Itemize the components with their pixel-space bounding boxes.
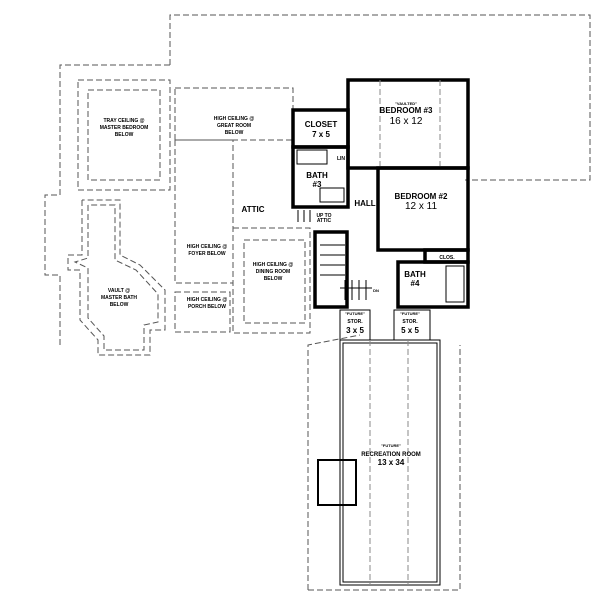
svg-text:PORCH BELOW: PORCH BELOW xyxy=(188,304,226,310)
svg-text:BATH: BATH xyxy=(404,270,426,279)
bathtub xyxy=(296,149,328,165)
label-closet: CLOSET 7 x 5 xyxy=(305,120,338,139)
label-bedroom2: BEDROOM #2 12 x 11 xyxy=(395,192,448,212)
stairs xyxy=(297,210,372,300)
vanity xyxy=(319,187,345,203)
svg-text:TRAY CEILING @: TRAY CEILING @ xyxy=(104,118,145,124)
svg-text:3 x 5: 3 x 5 xyxy=(346,326,364,335)
svg-text:16 x 12: 16 x 12 xyxy=(390,116,423,127)
label-dn: DN xyxy=(373,288,379,293)
svg-text:5 x 5: 5 x 5 xyxy=(401,326,419,335)
master-bath-area xyxy=(67,199,166,356)
porch-area xyxy=(174,291,231,333)
svg-text:BELOW: BELOW xyxy=(225,130,244,136)
svg-text:HIGH CEILING @: HIGH CEILING @ xyxy=(187,297,228,303)
svg-text:DINING ROOM: DINING ROOM xyxy=(256,269,290,275)
svg-text:12 x 11: 12 x 11 xyxy=(405,201,437,212)
label-lin: LIN xyxy=(337,156,345,162)
label-great-room: HIGH CEILING @ GREAT ROOM BELOW xyxy=(214,116,255,136)
svg-text:STOR.: STOR. xyxy=(347,319,363,325)
svg-text:RECREATION ROOM: RECREATION ROOM xyxy=(361,452,421,458)
svg-text:13 x 34: 13 x 34 xyxy=(378,458,405,467)
label-clos: CLOS. xyxy=(439,255,455,261)
svg-text:BELOW: BELOW xyxy=(264,276,283,282)
dining-area xyxy=(232,227,311,334)
svg-text:7 x 5: 7 x 5 xyxy=(312,130,330,139)
roof-outline xyxy=(44,14,591,591)
label-recreation-room: "FUTURE" RECREATION ROOM 13 x 34 xyxy=(361,443,421,467)
label-porch: HIGH CEILING @ PORCH BELOW xyxy=(187,297,228,310)
label-foyer: HIGH CEILING @ FOYER BELOW xyxy=(187,244,228,257)
bathtub xyxy=(445,265,465,303)
label-bedroom3: "VAULTED" BEDROOM #3 16 x 12 xyxy=(380,101,433,127)
label-attic: ATTIC xyxy=(242,205,265,214)
label-stor2: "FUTURE" STOR. 5 x 5 xyxy=(400,311,420,335)
tray-ceiling-area xyxy=(77,79,171,191)
svg-text:CLOSET: CLOSET xyxy=(305,120,338,129)
svg-text:UP TO: UP TO xyxy=(316,213,331,219)
svg-text:STOR.: STOR. xyxy=(402,319,418,325)
svg-text:"FUTURE": "FUTURE" xyxy=(345,311,365,316)
label-up-to-attic: UP TO ATTIC xyxy=(316,213,331,224)
label-master-bath: VAULT @ MASTER BATH BELOW xyxy=(101,288,137,308)
svg-text:MASTER BATH: MASTER BATH xyxy=(101,295,137,301)
label-tray-ceiling: TRAY CEILING @ MASTER BEDROOM BELOW xyxy=(100,118,149,138)
label-bath3: BATH #3 xyxy=(306,171,328,189)
svg-text:#4: #4 xyxy=(411,279,420,288)
label-hall: HALL xyxy=(354,199,375,208)
walls xyxy=(291,78,470,586)
svg-text:HIGH CEILING @: HIGH CEILING @ xyxy=(253,262,294,268)
label-stor1: "FUTURE" STOR. 3 x 5 xyxy=(345,311,365,335)
svg-text:BELOW: BELOW xyxy=(115,132,134,138)
svg-text:BEDROOM #3: BEDROOM #3 xyxy=(380,106,433,115)
foyer-area xyxy=(174,139,234,284)
svg-text:HIGH CEILING @: HIGH CEILING @ xyxy=(214,116,255,122)
svg-text:#3: #3 xyxy=(313,180,322,189)
recreation-room-walls xyxy=(339,339,441,586)
svg-text:"VAULTED": "VAULTED" xyxy=(395,101,417,106)
label-bath4: BATH #4 xyxy=(404,270,426,288)
svg-text:FOYER BELOW: FOYER BELOW xyxy=(188,251,226,257)
svg-text:"FUTURE": "FUTURE" xyxy=(400,311,420,316)
svg-text:GREAT ROOM: GREAT ROOM xyxy=(217,123,251,129)
svg-text:ATTIC: ATTIC xyxy=(317,218,332,224)
svg-text:BEDROOM #2: BEDROOM #2 xyxy=(395,192,448,201)
svg-text:BATH: BATH xyxy=(306,171,328,180)
svg-text:"FUTURE": "FUTURE" xyxy=(381,443,401,448)
dormer xyxy=(317,459,357,506)
svg-text:BELOW: BELOW xyxy=(110,302,129,308)
svg-text:VAULT @: VAULT @ xyxy=(108,288,130,294)
label-dining: HIGH CEILING @ DINING ROOM BELOW xyxy=(253,262,294,282)
svg-text:HIGH CEILING @: HIGH CEILING @ xyxy=(187,244,228,250)
svg-text:MASTER BEDROOM: MASTER BEDROOM xyxy=(100,125,149,131)
